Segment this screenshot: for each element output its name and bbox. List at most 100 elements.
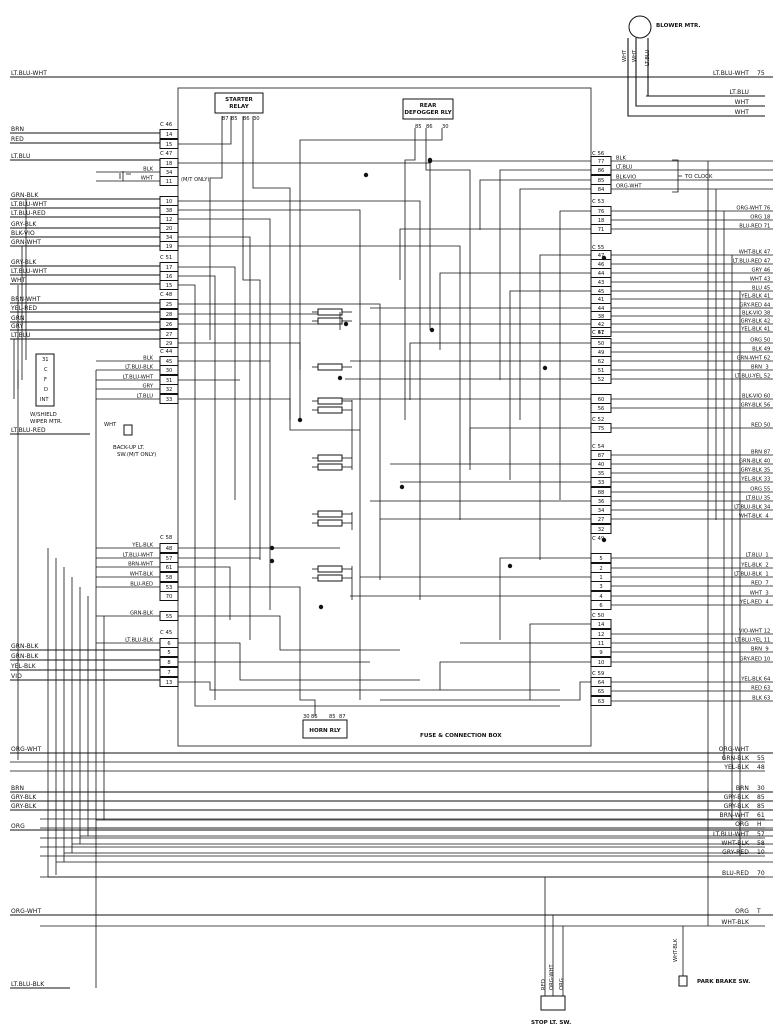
connector-pin-number: 75: [598, 426, 605, 432]
pin-wire-label: LT.BLU-BLK: [734, 572, 762, 578]
left-wire-label: LT.BLU-BLK: [11, 981, 45, 988]
connector-pin-number: 85: [598, 178, 605, 184]
wire: [469, 427, 591, 470]
pin-wire-label: BLU: [752, 286, 762, 292]
wire: [178, 245, 461, 520]
connector-pin-number: 41: [598, 297, 605, 303]
connector-pin-number: 15: [166, 142, 173, 148]
wiper-pin-label: 31: [42, 357, 49, 363]
pin-wire-label: WHT: [750, 277, 763, 283]
connector-pin-number: 64: [598, 680, 605, 686]
right-wire-label: GRN-BLK: [722, 755, 750, 762]
connector-pin-number: 86: [598, 168, 605, 174]
pin-wire-label: LT.BLU-BLK: [734, 505, 762, 511]
left-wire-label: ORG-WHT: [11, 746, 42, 753]
left-wire-label: GRN-BLK: [11, 653, 39, 660]
right-wire-label: ORG: [735, 821, 749, 828]
pin-wire-number: 45: [764, 286, 771, 292]
connector-pin-number: 62: [598, 359, 605, 365]
fuse-symbol: [317, 406, 343, 414]
pin-wire-number: 47: [764, 259, 771, 265]
pin-wire-number: 64: [764, 677, 771, 683]
right-wire-number: 70: [757, 870, 765, 877]
pin-wire-label: RED: [751, 686, 762, 692]
connector-pin-number: 55: [166, 614, 173, 620]
fuse-symbol: [317, 308, 343, 316]
connector-pin-number: 2: [599, 566, 602, 572]
pin-wire-number: 38: [764, 311, 771, 317]
pin-wire-label: LT.BLU-YEL: [735, 638, 762, 644]
pin-wire-label: GRY-RED: [739, 657, 762, 663]
pin-wire-number: 1: [765, 572, 768, 578]
left-wire-label: GRY-BLK: [11, 221, 37, 228]
backup-light-switch: BACK-UP LT.SW.(M/T ONLY) WHT: [104, 422, 156, 458]
connector-pin-number: 30: [166, 368, 173, 374]
connector-pin-number: 25: [166, 302, 173, 308]
connector-id: C 53: [592, 199, 604, 205]
connector-pin-number: 52: [598, 377, 605, 383]
pin-wire-label: GRN-BLK: [130, 611, 154, 617]
pin-wire-number: 87: [764, 450, 771, 456]
pin-wire-number: 62: [764, 356, 771, 362]
pin-wire-label: RED: [751, 423, 762, 429]
right-wire-label: WHT: [735, 109, 750, 116]
pin-wire-label: BLK: [752, 347, 762, 353]
left-wire-label: RED: [11, 136, 24, 143]
connector-pin-number: 27: [598, 517, 605, 523]
pin-wire-label: YEL-BLK: [740, 677, 762, 683]
wire: [178, 266, 236, 500]
pin-wire-label: BLK-VIO: [742, 311, 762, 317]
pin-wire-number: 41: [764, 294, 771, 300]
pin-wire-label: ORG-WHT: [616, 184, 642, 190]
horn-relay-pin: 85: [329, 714, 336, 720]
wire: [380, 681, 591, 701]
fuse-symbol: [317, 574, 343, 582]
connector-id: C 56: [592, 151, 605, 157]
pin-wire-label: ORG: [750, 338, 762, 344]
connector-pin-number: 10: [598, 660, 605, 666]
blower-wire-label: LT.BLU: [645, 49, 651, 66]
connector-pin-number: 53: [166, 585, 173, 591]
junction-dot: [269, 545, 275, 551]
defogger-relay-pin: 30: [442, 124, 449, 130]
connector-pin-number: 76: [598, 209, 605, 215]
wire: [299, 128, 443, 150]
connector-pin-number: 41: [598, 330, 605, 336]
pin-wire-number: 7: [765, 581, 768, 587]
connector-pin-number: 19: [166, 244, 173, 250]
wire: [178, 284, 560, 707]
pin-wire-label: YEL-BLK: [740, 327, 762, 333]
connector-pin-number: 38: [598, 314, 605, 320]
connector-pin-number: 26: [166, 322, 173, 328]
connector-id: C 52: [592, 417, 604, 423]
pin-wire-number: 76: [764, 206, 771, 212]
left-wire-label: YEL-RED: [10, 305, 37, 312]
pin-wire-label: BRN: [751, 365, 762, 371]
connector-pin-number: 34: [166, 170, 173, 176]
connector-pin-number: 34: [598, 508, 605, 514]
pin-wire-label: YEL-BLK: [740, 563, 762, 569]
wire: [539, 254, 591, 560]
connector-pin-number: 9: [599, 650, 602, 656]
left-wire-label: VIO: [11, 673, 22, 680]
pin-wire-number: 9: [765, 647, 768, 653]
connector-pin-number: 63: [598, 699, 605, 705]
backup-wire-label: WHT: [104, 422, 117, 428]
left-wire-label: GRY-BLK: [11, 803, 37, 810]
pin-wire-label: BRN: [751, 647, 762, 653]
fuse-symbol: [317, 510, 343, 518]
right-wire-number: 58: [757, 840, 765, 847]
connector-pin-number: 5: [167, 650, 170, 656]
wire: [178, 275, 216, 700]
connector-pin-number: 44: [598, 271, 605, 277]
wire: [425, 128, 471, 460]
pin-wire-label: GRY: [143, 384, 154, 390]
pin-wire-label: YEL-BLK: [131, 543, 153, 549]
connector-pin-number: 45: [166, 359, 173, 365]
pin-wire-label: LT.BLU-BLK: [125, 365, 153, 371]
mt-only-label: (M/T ONLY): [181, 177, 209, 183]
wire: [178, 615, 400, 651]
wire: [178, 200, 421, 600]
fuse-symbol: [317, 397, 343, 405]
